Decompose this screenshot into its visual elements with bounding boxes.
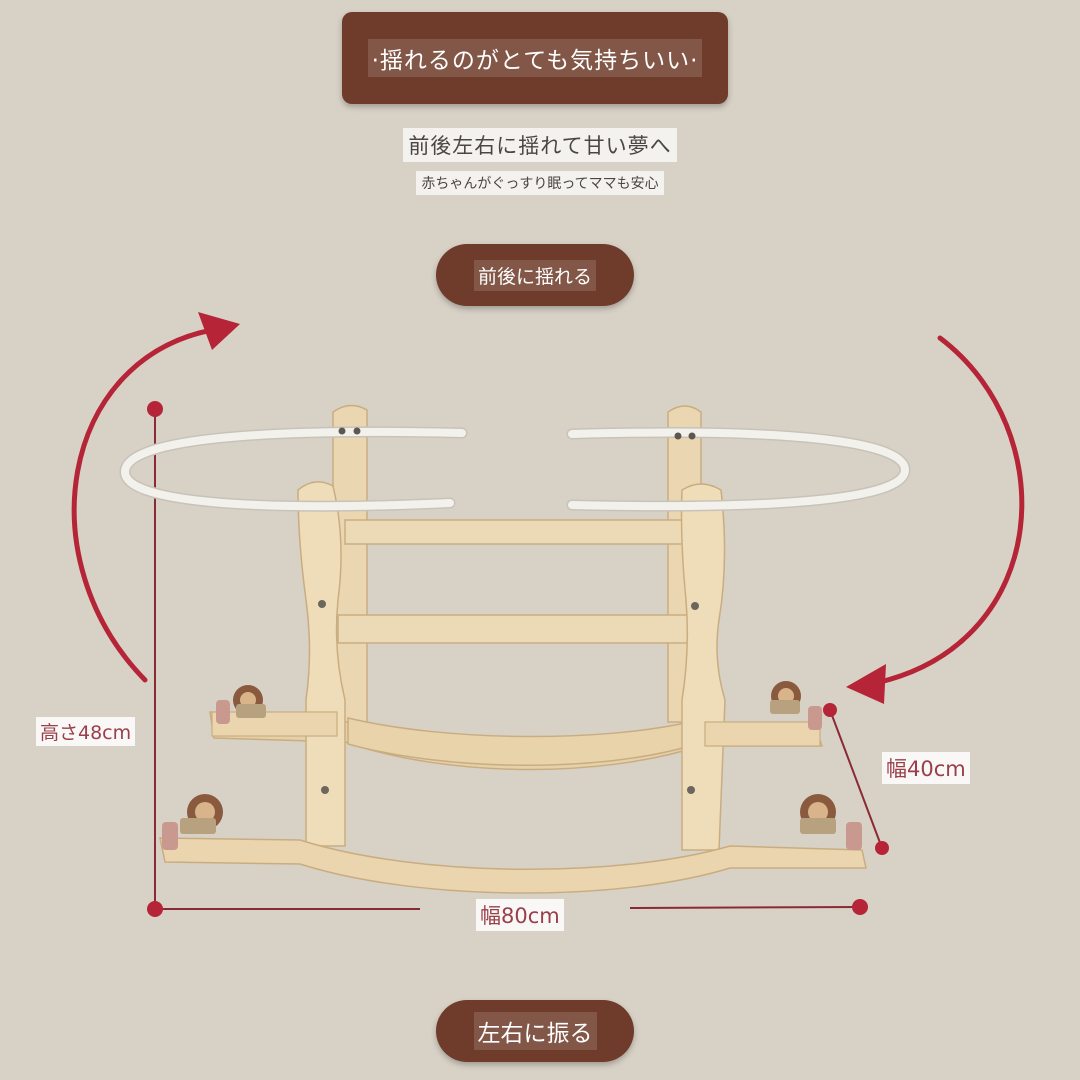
height-label: 高さ48cm xyxy=(36,717,136,746)
caster-front-right xyxy=(800,794,862,850)
screw xyxy=(687,786,695,794)
rail-back-right xyxy=(704,721,821,747)
banner-text: ·揺れるのがとても気持ちいい· xyxy=(367,39,703,77)
top-banner: ·揺れるのがとても気持ちいい· xyxy=(342,12,728,104)
rocking-stand xyxy=(159,404,867,894)
curved-arrow-left-icon xyxy=(71,312,240,683)
front-rocker xyxy=(159,837,867,894)
subline: 赤ちゃんがぐっすり眠ってママも安心 xyxy=(0,171,1080,195)
subline-text: 赤ちゃんがぐっすり眠ってママも安心 xyxy=(416,171,664,195)
rock-front-back-label: 前後に揺れる xyxy=(473,259,596,291)
caster-back-left xyxy=(216,685,266,724)
middle-crossbar xyxy=(337,614,689,644)
front-post-left xyxy=(297,481,346,847)
depth-dimension-line xyxy=(823,703,889,855)
headline-text: 前後左右に揺れて甘い夢へ xyxy=(403,128,677,162)
width-label: 幅80cm xyxy=(476,899,564,931)
screw xyxy=(321,786,329,794)
rock-front-back-badge: 前後に揺れる xyxy=(436,244,634,306)
depth-label: 幅40cm xyxy=(882,752,970,784)
height-dimension-line xyxy=(147,401,163,909)
screw xyxy=(318,600,326,608)
screw xyxy=(691,602,699,610)
caster-back-right xyxy=(770,681,822,730)
width-dimension-line xyxy=(147,899,868,917)
top-crossbar xyxy=(344,519,684,545)
headline: 前後左右に揺れて甘い夢へ xyxy=(0,128,1080,162)
front-post-right xyxy=(680,483,726,851)
curved-arrow-right-icon xyxy=(846,335,1025,704)
swing-side-badge: 左右に振る xyxy=(436,1000,634,1062)
swing-side-label: 左右に振る xyxy=(473,1012,597,1050)
rail-back-left xyxy=(211,711,338,737)
oval-frame xyxy=(119,426,911,512)
caster-front-left xyxy=(162,794,223,850)
